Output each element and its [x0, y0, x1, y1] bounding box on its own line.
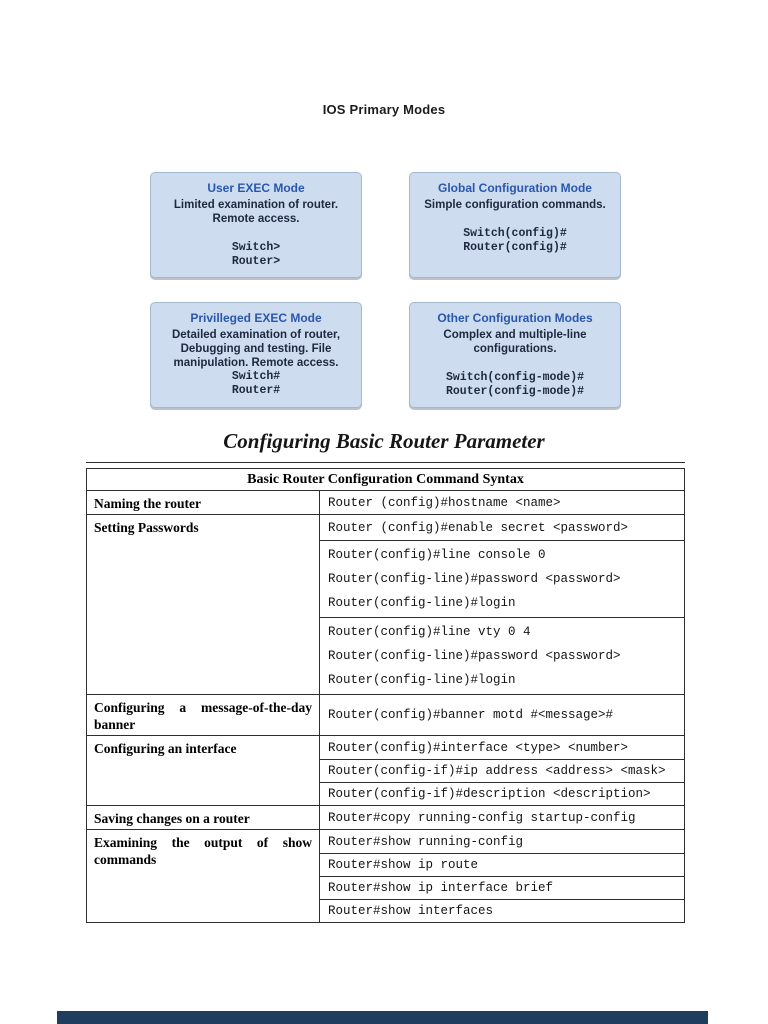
command-cell: Router#show running-config	[319, 829, 685, 854]
command-cell: Router (config)#hostname <name>	[319, 490, 685, 515]
mode-box-commands: Switch# Router#	[151, 370, 361, 398]
command-cell: Router#copy running-config startup-confi…	[319, 805, 685, 830]
command-syntax-table: Basic Router Configuration Command Synta…	[86, 468, 685, 923]
command-line: Router(config-line)#login	[328, 673, 516, 687]
command-line: Router(config-line)#login	[328, 596, 516, 610]
row-label-naming: Naming the router	[86, 490, 320, 515]
section-heading: Configuring Basic Router Parameter	[223, 429, 545, 453]
command-line: Router(config-line)#password <password>	[328, 572, 621, 586]
mode-box-description: Simple configuration commands.	[424, 199, 606, 211]
row-label-show: Examining the output of show commands	[86, 829, 320, 923]
mode-box-commands: Switch> Router>	[151, 241, 361, 269]
mode-box-title: Global Configuration Mode	[438, 181, 592, 195]
mode-box-description: Detailed examination of router, Debuggin…	[171, 329, 341, 369]
row-label-passwords: Setting Passwords	[86, 514, 320, 695]
command-cell: Router(config-if)#description <descripti…	[319, 782, 685, 806]
cli-prompt: Router#	[231, 384, 281, 397]
mode-box-description: Complex and multiple-line configurations…	[443, 329, 587, 355]
command-cell-vty-group: Router(config)#line vty 0 4 Router(confi…	[319, 617, 685, 695]
mode-box-description: Limited examination of router. Remote ac…	[173, 199, 339, 225]
row-label-saving: Saving changes on a router	[86, 805, 320, 830]
command-cell: Router(config-if)#ip address <address> <…	[319, 759, 685, 783]
mode-box-global-config: Global Configuration Mode Simple configu…	[409, 172, 621, 278]
cli-prompt: Switch#	[231, 370, 281, 383]
command-cell: Router (config)#enable secret <password>	[319, 514, 685, 541]
mode-box-privileged-exec: Privilleged EXEC Mode Detailed examinati…	[150, 302, 362, 408]
command-cell: Router#show ip route	[319, 853, 685, 877]
command-cell: Router#show ip interface brief	[319, 876, 685, 900]
command-cell: Router#show interfaces	[319, 899, 685, 923]
cli-prompt: Switch>	[231, 241, 281, 254]
table-title: Basic Router Configuration Command Synta…	[86, 468, 685, 491]
next-page-top-edge-bar	[57, 1011, 708, 1024]
mode-box-title: Privilleged EXEC Mode	[190, 311, 322, 325]
mode-box-commands: Switch(config)# Router(config)#	[410, 227, 620, 255]
cli-prompt: Router>	[231, 255, 281, 268]
cli-prompt: Router(config)#	[463, 241, 567, 254]
command-cell: Router(config)#interface <type> <number>	[319, 735, 685, 760]
page-title: IOS Primary Modes	[322, 102, 446, 117]
mode-box-title: Other Configuration Modes	[437, 311, 593, 325]
cli-prompt: Switch(config)#	[463, 227, 567, 240]
command-line: Router(config-line)#password <password>	[328, 649, 621, 663]
mode-box-user-exec: User EXEC Mode Limited examination of ro…	[150, 172, 362, 278]
row-label-interface: Configuring an interface	[86, 735, 320, 806]
command-cell-console-group: Router(config)#line console 0 Router(con…	[319, 540, 685, 618]
command-line: Router(config)#line console 0	[328, 548, 546, 562]
mode-box-commands: Switch(config-mode)# Router(config-mode)…	[410, 371, 620, 399]
table-top-rule	[86, 462, 685, 463]
row-label-banner: Configuring a message-of-the-day banner	[86, 694, 320, 736]
mode-box-other-config: Other Configuration Modes Complex and mu…	[409, 302, 621, 408]
cli-prompt: Router(config-mode)#	[445, 385, 585, 398]
cli-prompt: Switch(config-mode)#	[445, 371, 585, 384]
command-line: Router(config)#line vty 0 4	[328, 625, 531, 639]
mode-box-title: User EXEC Mode	[207, 181, 305, 195]
command-cell: Router(config)#banner motd #<message>#	[319, 694, 685, 736]
